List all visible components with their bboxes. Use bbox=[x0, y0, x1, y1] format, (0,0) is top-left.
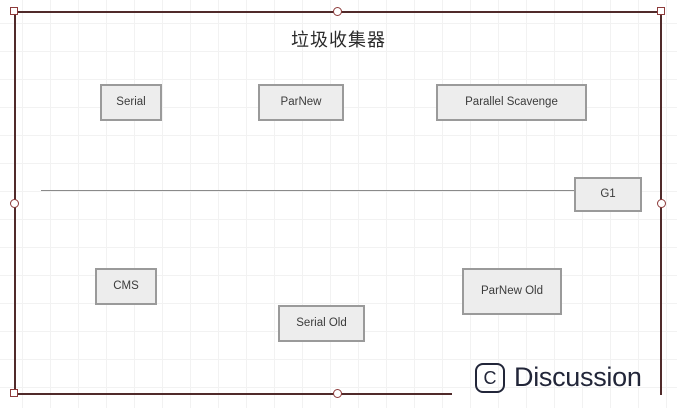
node-parnew-old[interactable]: ParNew Old bbox=[462, 268, 562, 315]
node-parnew[interactable]: ParNew bbox=[258, 84, 344, 121]
discussion-logo-icon: C bbox=[475, 362, 505, 393]
resize-handle-bottom-left[interactable] bbox=[10, 389, 18, 397]
node-cms-label: CMS bbox=[113, 279, 139, 292]
node-cms[interactable]: CMS bbox=[95, 268, 157, 305]
resize-handle-top-center[interactable] bbox=[333, 7, 342, 16]
node-parnew-label: ParNew bbox=[280, 95, 322, 108]
watermark: C Discussion bbox=[475, 362, 642, 393]
diagram-title: 垃圾收集器 bbox=[291, 30, 386, 51]
node-parnew-old-label: ParNew Old bbox=[481, 284, 543, 297]
node-parallel-scavenge[interactable]: Parallel Scavenge bbox=[436, 84, 587, 121]
watermark-label: Discussion bbox=[514, 362, 642, 392]
node-parallel-scavenge-label: Parallel Scavenge bbox=[465, 95, 558, 108]
resize-handle-top-right[interactable] bbox=[657, 7, 665, 15]
resize-handle-middle-right[interactable] bbox=[657, 199, 666, 208]
node-g1-label: G1 bbox=[600, 187, 616, 200]
node-serial-old[interactable]: Serial Old bbox=[278, 305, 365, 342]
node-serial[interactable]: Serial bbox=[100, 84, 162, 121]
resize-handle-top-left[interactable] bbox=[10, 7, 18, 15]
connector-to-g1 bbox=[41, 190, 575, 191]
node-g1[interactable]: G1 bbox=[574, 177, 642, 212]
resize-handle-middle-left[interactable] bbox=[10, 199, 19, 208]
node-serial-label: Serial bbox=[116, 95, 146, 108]
node-serial-old-label: Serial Old bbox=[296, 316, 347, 329]
selection-border-bottom[interactable] bbox=[14, 393, 452, 395]
resize-handle-bottom-center[interactable] bbox=[333, 389, 342, 398]
